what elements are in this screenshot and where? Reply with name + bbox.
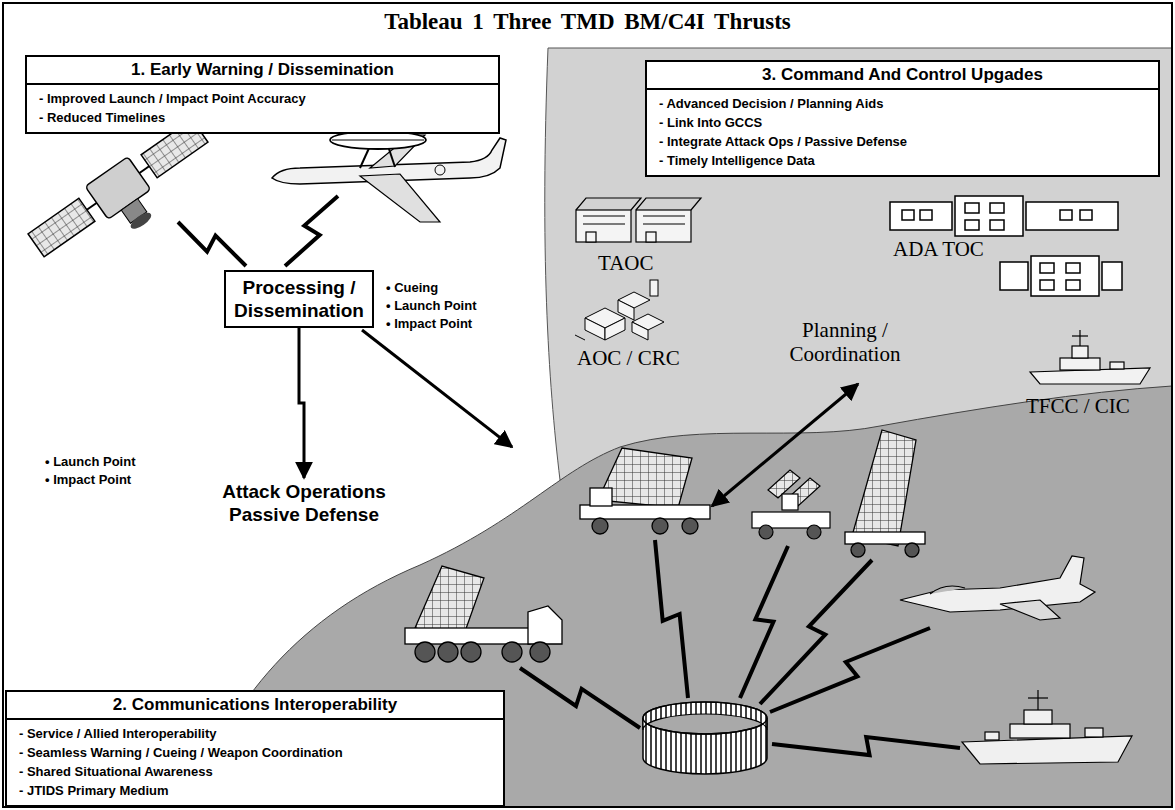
bullet-label: • Impact Point [386, 316, 472, 332]
patriot-launcher [580, 448, 710, 534]
frame [3, 3, 1172, 807]
facility-label: AOC / CRC [577, 346, 680, 370]
bullet-item: - Shared Situational Awareness [7, 762, 503, 781]
c2-region [545, 48, 1172, 480]
flow-arrow [299, 328, 304, 478]
bullet-item: - Improved Launch / Impact Point Accurac… [27, 85, 498, 108]
bullet-label: • Impact Point [45, 472, 131, 488]
lightning-bolt [655, 540, 688, 698]
awacs-plane [272, 131, 506, 222]
target-label-node: Attack Operations Passive Defense [190, 480, 418, 526]
panel-heading: 1. Early Warning / Dissemination [27, 57, 498, 85]
jtids-network-ring [643, 702, 767, 774]
bullet-item: - Reduced Timelines [27, 108, 498, 132]
taoc-icon [576, 198, 701, 242]
lightning-bolt [740, 546, 788, 698]
fighter-aircraft [900, 556, 1095, 620]
avenger-launcher [752, 470, 830, 539]
warship [962, 690, 1132, 764]
lightning-bolts [178, 196, 960, 755]
bullet-label: • Launch Point [45, 454, 136, 470]
node-text: Attack Operations Passive Defense [190, 480, 418, 526]
bullet-item: - Seamless Warning / Cueing / Weapon Coo… [7, 743, 503, 762]
bullet-item: - Link Into GCCS [647, 113, 1158, 132]
aoc-crc-icon [575, 280, 664, 340]
thrust-panel: 3. Command And Control Upgades- Advanced… [645, 60, 1160, 177]
facility-label: ADA TOC [893, 237, 984, 261]
panel-heading: 2. Communications Interoperability [7, 692, 503, 720]
bullet-label: • Cueing [386, 280, 438, 296]
bullet-label: • Launch Point [386, 298, 477, 314]
node-text: Processing / Dissemination [230, 276, 368, 322]
lightning-bolt [760, 560, 872, 704]
satellite-icon [25, 114, 226, 282]
facility-label: TFCC / CIC [1026, 394, 1130, 418]
facility-label: TAOC [598, 251, 653, 275]
ada-toc-icon [890, 196, 1122, 296]
bullet-item: - Service / Allied Interoperability [7, 720, 503, 743]
tfcc-ship-icon [1030, 330, 1150, 384]
diagram-title: Tableau 1 Three TMD BM/C4I Thrusts [0, 9, 1175, 35]
bullet-item: - Integrate Attack Ops / Passive Defense [647, 132, 1158, 151]
thrust-panel: 2. Communications Interoperability- Serv… [5, 690, 505, 807]
arrow-caption: Planning / Coordination [770, 318, 920, 366]
bullet-item: - JTIDS Primary Medium [7, 781, 503, 805]
lightning-bolt [178, 222, 246, 266]
thrust-panel: 1. Early Warning / Dissemination- Improv… [25, 55, 500, 134]
panel-heading: 3. Command And Control Upgades [647, 62, 1158, 90]
coordination-arrow [712, 384, 858, 506]
process-box: Processing / Dissemination [224, 270, 374, 328]
cueing-arrow [362, 330, 512, 447]
lightning-bolt [285, 196, 338, 266]
bullet-item: - Timely Intelligence Data [647, 151, 1158, 175]
bullet-item: - Advanced Decision / Planning Aids [647, 90, 1158, 113]
lightning-bolt [772, 737, 960, 755]
lightning-bolt [770, 628, 930, 712]
thaad-launcher [405, 566, 562, 662]
lightning-bolt [520, 668, 640, 728]
radar-set [845, 430, 925, 557]
